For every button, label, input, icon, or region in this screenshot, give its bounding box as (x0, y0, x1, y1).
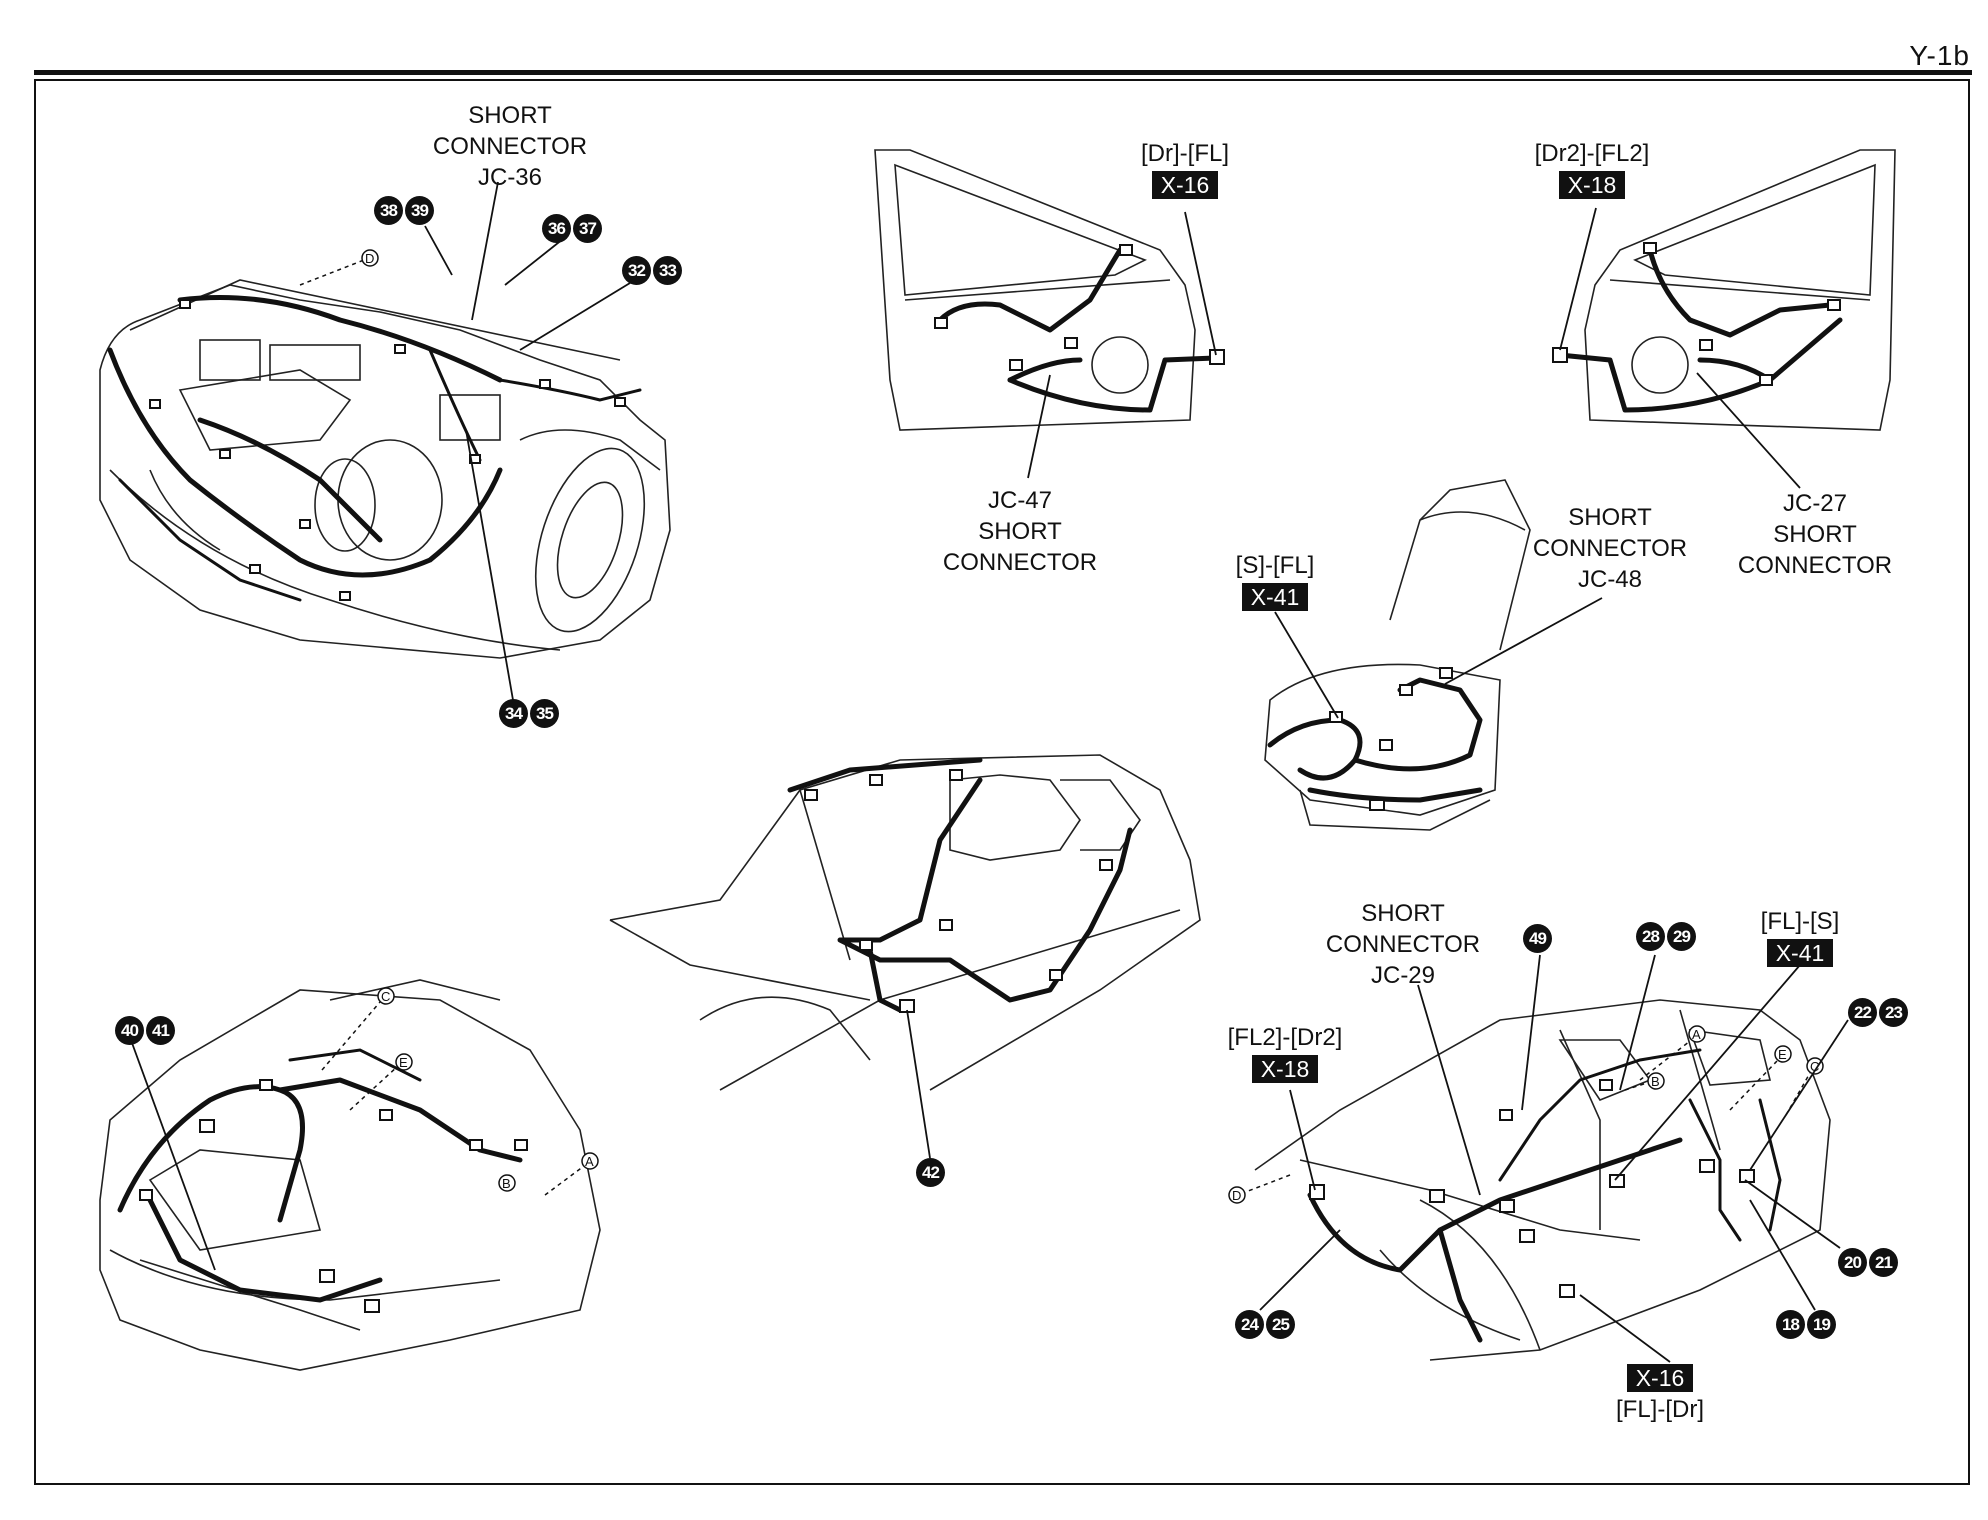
box-x16-door: X-16 (1151, 171, 1219, 199)
engine-bay-illustration: D (99, 181, 671, 701)
connector-badge: 49 (1523, 924, 1552, 953)
callout-jc48-line3: JC-48 (1577, 566, 1643, 593)
floor-illustration: D A E C B (1228, 954, 1849, 1363)
connector-badge: 21 (1869, 1248, 1898, 1277)
label-fl-dr-text: [FL]-[Dr] (1616, 1396, 1704, 1423)
callout-jc27: JC-27 SHORT CONNECTOR (1730, 488, 1900, 581)
label-fl2-dr2: [FL2]-[Dr2] X-18 (1210, 1022, 1360, 1085)
connector-badge: 38 (374, 196, 403, 225)
box-x18-door: X-18 (1558, 171, 1626, 199)
callout-jc48-line2: CONNECTOR (1532, 535, 1688, 562)
center-car-illustration (609, 754, 1201, 1159)
ref-A-trunk: A (585, 1154, 594, 1169)
label-dr2-fl2-text: [Dr2]-[FL2] (1534, 140, 1650, 167)
label-dr-fl-text: [Dr]-[FL] (1141, 140, 1229, 167)
callout-jc27-line1: JC-27 (1782, 490, 1848, 517)
callout-jc29-line3: JC-29 (1370, 962, 1436, 989)
callout-jc27-line3: CONNECTOR (1737, 552, 1893, 579)
connector-badge: 35 (530, 699, 559, 728)
rear-trunk-illustration: C E A B (99, 979, 601, 1371)
ref-B-trunk: B (502, 1176, 511, 1191)
connector-badge: 22 (1848, 998, 1877, 1027)
top-rule (34, 70, 1972, 75)
callout-jc36-line2: CONNECTOR (432, 133, 588, 160)
ref-E-trunk: E (399, 1055, 408, 1070)
callout-jc47-line3: CONNECTOR (942, 549, 1098, 576)
callout-jc36: SHORT CONNECTOR JC-36 (430, 100, 590, 193)
callout-jc36-line1: SHORT (468, 102, 552, 129)
label-fl-dr: X-16 [FL]-[Dr] (1600, 1362, 1720, 1425)
callout-jc47-line2: SHORT (978, 518, 1062, 545)
box-x41-seat: X-41 (1241, 583, 1309, 611)
callout-jc47: JC-47 SHORT CONNECTOR (935, 485, 1105, 578)
connector-badge: 41 (146, 1016, 175, 1045)
connector-badge: 32 (622, 256, 651, 285)
connector-badge: 20 (1838, 1248, 1867, 1277)
label-fl-s-text: [FL]-[S] (1760, 908, 1840, 935)
ref-E-floor: E (1778, 1047, 1787, 1062)
box-x18-floor: X-18 (1251, 1055, 1319, 1083)
ref-C-floor: C (1810, 1059, 1819, 1074)
box-x16-floor: X-16 (1626, 1364, 1694, 1392)
connector-badge: 37 (573, 214, 602, 243)
callout-jc47-line1: JC-47 (987, 487, 1053, 514)
label-s-fl: [S]-[FL] X-41 (1220, 550, 1330, 613)
ref-D-engine: D (365, 251, 374, 266)
connector-badge: 34 (499, 699, 528, 728)
callout-jc36-line3: JC-36 (477, 164, 543, 191)
label-fl2-dr2-text: [FL2]-[Dr2] (1227, 1024, 1343, 1051)
callout-jc29-line1: SHORT (1361, 900, 1445, 927)
label-fl-s: [FL]-[S] X-41 (1740, 906, 1860, 969)
connector-badge: 23 (1879, 998, 1908, 1027)
connector-badge: 39 (405, 196, 434, 225)
label-s-fl-text: [S]-[FL] (1235, 552, 1315, 579)
front-door-right-illustration (1552, 149, 1896, 489)
ref-B-floor: B (1651, 1074, 1660, 1089)
seat-illustration (1264, 479, 1603, 831)
connector-badge: 33 (653, 256, 682, 285)
connector-badge: 18 (1776, 1310, 1805, 1339)
connector-badge: 25 (1266, 1310, 1295, 1339)
callout-jc48: SHORT CONNECTOR JC-48 (1525, 502, 1695, 595)
connector-badge: 28 (1636, 922, 1665, 951)
label-dr2-fl2: [Dr2]-[FL2] X-18 (1522, 138, 1662, 201)
callout-jc29-line2: CONNECTOR (1325, 931, 1481, 958)
ref-D-floor: D (1232, 1188, 1241, 1203)
ref-A-floor: A (1692, 1027, 1701, 1042)
connector-badge: 42 (916, 1158, 945, 1187)
connector-badge: 29 (1667, 922, 1696, 951)
callout-jc29: SHORT CONNECTOR JC-29 (1318, 898, 1488, 991)
box-x41-floor: X-41 (1766, 939, 1834, 967)
callout-jc27-line2: SHORT (1773, 521, 1857, 548)
page-number: Y-1b (1909, 40, 1970, 71)
connector-badge: 36 (542, 214, 571, 243)
label-dr-fl: [Dr]-[FL] X-16 (1120, 138, 1250, 201)
connector-badge: 24 (1235, 1310, 1264, 1339)
ref-C-trunk: C (381, 989, 390, 1004)
diagram-frame (34, 79, 1970, 1485)
front-door-left-illustration (874, 149, 1225, 479)
connector-badge: 19 (1807, 1310, 1836, 1339)
connector-badge: 40 (115, 1016, 144, 1045)
callout-jc48-line1: SHORT (1568, 504, 1652, 531)
